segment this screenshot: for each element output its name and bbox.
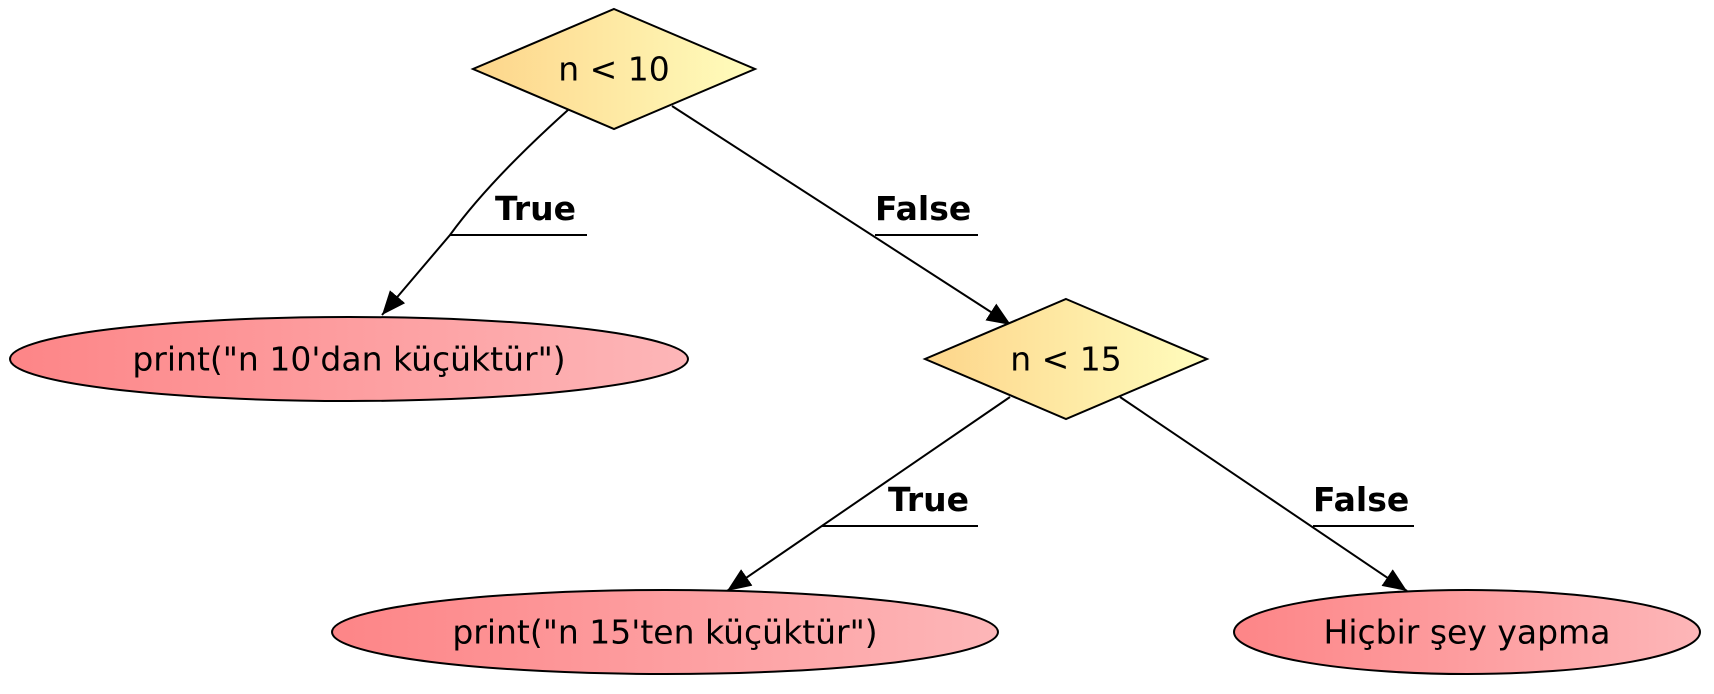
edge-d2-true-line [726,396,1011,592]
edge-d2-true: True [726,396,1011,592]
edge-d2-false-line [1119,396,1408,592]
decision-diamond-2 [922,297,1210,421]
edge-d1-false-line [671,105,1012,326]
edge-d2-false: False [1119,396,1414,592]
decision-label-2: n < 15 [1010,340,1122,379]
edge-d1-false-label: False [875,189,971,228]
action-ellipse-2 [331,589,999,675]
decision-node-2: n < 15 [922,297,1210,421]
action-label-1: print("n 10'dan küçüktür") [132,340,565,379]
decision-node-1: n < 10 [470,7,758,131]
action-ellipse-1 [9,316,689,402]
action-node-2: print("n 15'ten küçüktür") [331,589,999,675]
action-label-2: print("n 15'ten küçüktür") [452,613,877,652]
edge-d2-true-label: True [888,480,969,519]
action-node-3: Hiçbir şey yapma [1233,589,1701,675]
action-ellipse-3 [1233,589,1701,675]
edge-d1-true-label: True [495,189,576,228]
action-label-3: Hiçbir şey yapma [1324,613,1611,652]
decision-diamond-1 [470,7,758,131]
edge-d1-false: False [671,105,1012,326]
edge-d2-false-label: False [1313,480,1409,519]
action-node-1: print("n 10'dan küçüktür") [9,316,689,402]
edge-d1-true: True [381,109,587,316]
edge-d1-true-line [381,109,569,316]
decision-label-1: n < 10 [558,50,670,89]
